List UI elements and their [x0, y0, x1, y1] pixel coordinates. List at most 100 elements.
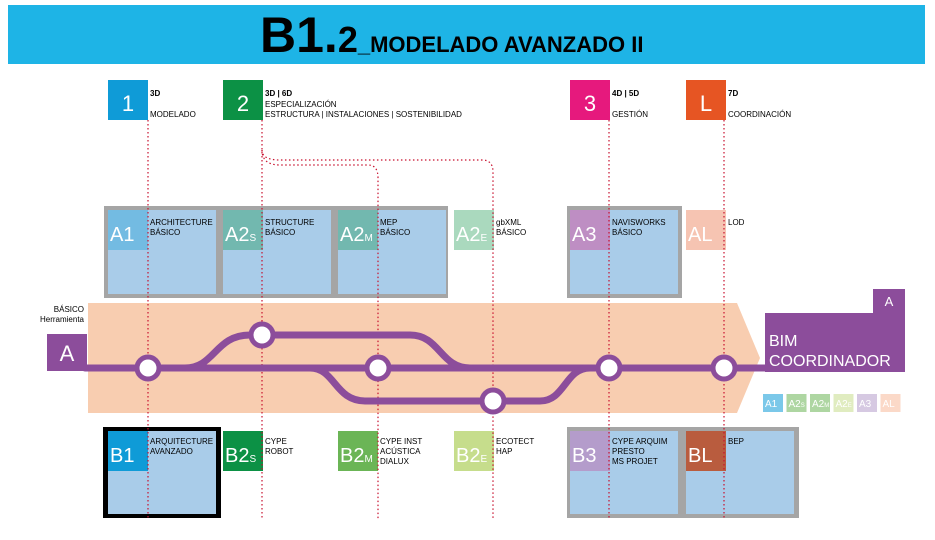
station-5 [710, 354, 738, 382]
legend-chip-code-3: A2E [836, 399, 852, 410]
upper-card-label-0-1: BÁSICO [150, 228, 180, 237]
lower-branch-track [306, 364, 594, 405]
upper-card-label-2-0: MEP [380, 218, 397, 227]
upper-card-code-1: A2S [225, 224, 256, 246]
legend-chip-3 [833, 394, 854, 412]
goal-letter: A [885, 294, 894, 309]
start-label-0: BÁSICO [54, 305, 84, 314]
goal-title-0: BIM [769, 333, 797, 350]
goal-block [765, 289, 905, 372]
legend-chip-5 [880, 394, 901, 412]
start-badge-letter: A [60, 341, 75, 366]
stage-tag-1: 3D [150, 89, 160, 98]
guide-line-mep [261, 149, 379, 520]
lower-card-code-4: B3 [572, 445, 596, 467]
start-label-1: Herramienta [40, 315, 85, 324]
upper-card-label-4-1: BÁSICO [612, 228, 642, 237]
upper-card-label-0-0: ARCHITECTURE [150, 218, 213, 227]
stage-desc-2-1: ESTRUCTURA | INSTALACIONES | SOSTENIBILI… [265, 110, 462, 119]
station-1 [248, 321, 276, 349]
stage-badge-3 [570, 80, 610, 120]
legend-chip-code-2: A2M [812, 399, 829, 410]
stage-desc-3: GESTIÓN [612, 110, 648, 119]
lower-card-label-2-1: ACÚSTICA [380, 447, 421, 456]
lower-card-label-1-1: ROBOT [265, 447, 294, 456]
lower-card-code-0: B1 [110, 445, 134, 467]
upper-branch-track [181, 331, 474, 372]
upper-badge-1 [223, 210, 263, 250]
lower-card-label-3-1: HAP [496, 447, 512, 456]
upper-badge-5 [686, 210, 726, 250]
upper-card-label-1-1: BÁSICO [265, 228, 295, 237]
upper-card-label-1-0: STRUCTURE [265, 218, 314, 227]
stage-badge-letter-3: 3 [584, 91, 596, 116]
lower-badge-1 [223, 431, 263, 471]
upper-card-code-4: A3 [572, 224, 596, 246]
stage-badge-L [686, 80, 726, 120]
legend-chip-code-1: A2S [789, 399, 805, 410]
upper-card-label-3-1: BÁSICO [496, 228, 526, 237]
lower-card-label-3-0: ECOTECT [496, 437, 534, 446]
course-band [88, 303, 760, 413]
legend-chip-2 [810, 394, 830, 412]
lower-card-label-1-0: CYPE [265, 437, 287, 446]
legend-chip-code-0: A1 [765, 399, 778, 410]
lower-card-code-5: BL [688, 445, 712, 467]
upper-card-0 [108, 210, 216, 294]
legend-chip-code-5: AL [883, 399, 896, 410]
upper-card-label-4-0: NAVISWORKS [612, 218, 666, 227]
station-2 [364, 354, 392, 382]
upper-badge-2 [338, 210, 378, 250]
lower-card-label-5-0: BEP [728, 437, 744, 446]
stage-desc-1: MODELADO [150, 110, 196, 119]
stage-badge-2 [223, 80, 263, 120]
stage-desc-L: COORDINACIÓN [728, 110, 791, 119]
station-0 [134, 354, 162, 382]
station-4 [595, 354, 623, 382]
upper-card-code-3: A2E [456, 224, 487, 246]
upper-card-code-0: A1 [110, 224, 134, 246]
goal-title-1: COORDINADOR [769, 353, 891, 370]
upper-card-label-3-0: gbXML [496, 218, 522, 227]
legend-chip-1 [786, 394, 807, 412]
stage-tag-2: 3D | 6D [265, 89, 292, 98]
upper-card-4 [570, 210, 678, 294]
lower-card-label-0-0: ARQUITECTURE [150, 437, 213, 446]
upper-card-code-5: AL [688, 224, 712, 246]
upper-card-label-5-0: LOD [728, 218, 745, 227]
lower-badge-3 [454, 431, 494, 471]
upper-card-label-2-1: BÁSICO [380, 228, 410, 237]
header-banner [8, 5, 925, 64]
lower-card-code-1: B2S [225, 445, 256, 467]
lower-card-label-4-2: MS PROJET [612, 457, 658, 466]
station-3 [479, 387, 507, 415]
lower-badge-2 [338, 431, 378, 471]
stage-tag-L: 7D [728, 89, 738, 98]
lower-card-label-0-1: AVANZADO [150, 447, 193, 456]
legend-chip-4 [857, 394, 877, 412]
legend-chip-code-4: A3 [859, 399, 872, 410]
page-title: B1.2_MODELADO AVANZADO II [260, 7, 643, 63]
upper-badge-0 [108, 210, 148, 250]
lower-card-code-3: B2E [456, 445, 487, 467]
stage-badge-letter-1: 1 [122, 91, 134, 116]
stage-desc-2-0: ESPECIALIZACIÓN [265, 100, 337, 109]
stage-badge-letter-2: 2 [237, 91, 249, 116]
lower-badge-4 [570, 431, 610, 471]
lower-badge-0 [108, 431, 148, 471]
upper-card-1 [223, 210, 331, 294]
guide-line-energy [261, 149, 494, 520]
upper-badge-3 [454, 210, 494, 250]
lower-card-label-2-0: CYPE INST [380, 437, 422, 446]
stage-badge-letter-L: L [700, 91, 712, 116]
upper-badge-4 [570, 210, 610, 250]
stage-badge-1 [108, 80, 148, 120]
start-badge [47, 334, 87, 371]
upper-card-2 [338, 210, 446, 294]
lower-card-label-4-0: CYPE ARQUIM [612, 437, 668, 446]
legend-chip-0 [763, 394, 783, 412]
stage-tag-3: 4D | 5D [612, 89, 639, 98]
lower-card-label-2-2: DIALUX [380, 457, 410, 466]
